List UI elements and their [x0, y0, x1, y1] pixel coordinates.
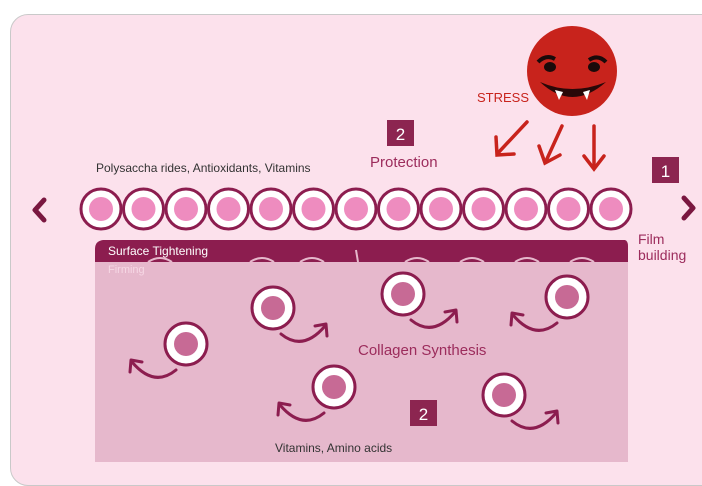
film-cell: [336, 189, 376, 229]
bottom-badge-number: 2: [419, 405, 428, 424]
film-label-line1: Film: [638, 231, 664, 247]
film-cell: [294, 189, 334, 229]
skin-diagram: Surface Tightening Firming STRESS 2 Prot…: [0, 0, 702, 462]
stress-arrows: [496, 122, 604, 169]
band-sublabel: Firming: [108, 264, 145, 276]
protection-badge-number: 2: [396, 125, 405, 144]
chevron-right-icon[interactable]: [684, 198, 693, 218]
film-cell: [124, 189, 164, 229]
film-cell: [464, 189, 504, 229]
film-cell: [379, 189, 419, 229]
film-cell: [209, 189, 249, 229]
band-label: Surface Tightening: [108, 244, 208, 258]
film-cells: [81, 189, 631, 229]
protection-label: Protection: [370, 154, 438, 171]
chevron-left-icon[interactable]: [35, 200, 44, 220]
film-label-line2: building: [638, 247, 686, 263]
film-cell: [81, 189, 121, 229]
film-cell: [549, 189, 589, 229]
collagen-label: Collagen Synthesis: [358, 342, 486, 359]
devil-face-icon: [527, 26, 617, 116]
film-cell: [251, 189, 291, 229]
stress-label: STRESS: [477, 90, 529, 105]
film-cell: [166, 189, 206, 229]
film-badge-number: 1: [661, 162, 670, 181]
film-cell: [506, 189, 546, 229]
film-cell: [591, 189, 631, 229]
bottom-label: Vitamins, Amino acids: [275, 441, 392, 455]
film-cell: [421, 189, 461, 229]
layer-top-label: Polysaccha rides, Antioxidants, Vitamins: [96, 161, 311, 175]
